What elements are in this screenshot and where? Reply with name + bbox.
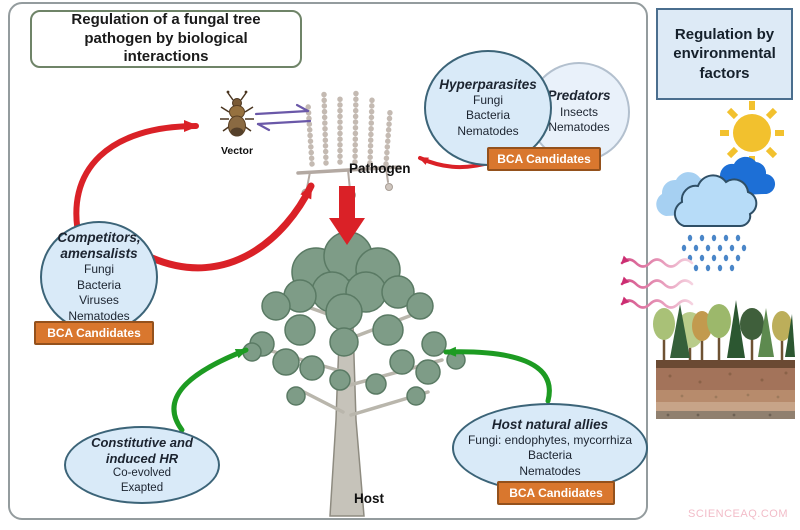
rain-clouds-icon <box>656 156 776 228</box>
predators-title: Predators <box>547 88 611 104</box>
fungal-pathogen-icon <box>296 87 402 200</box>
equilibrium-arrows-icon <box>254 103 312 132</box>
ellipse-item: Fungi <box>472 92 504 107</box>
arrow-competitors-to-vector <box>73 120 199 245</box>
ellipse-item: Viruses <box>79 293 119 308</box>
ellipse-host-defense: Constitutive and induced HR Co-evolved E… <box>64 426 220 504</box>
host-tree-illustration <box>242 231 466 517</box>
ellipse-item: Fungi <box>83 262 115 276</box>
arrow-allies-to-host <box>443 346 552 404</box>
ellipse-item: Fungi: endophytes, mycorrhiza <box>467 432 633 447</box>
ellipse-item: Bacteria <box>465 108 511 123</box>
environmental-factors-box: Regulation by environmental factors <box>656 8 793 100</box>
bca-badge-host-allies: BCA Candidates <box>497 481 615 505</box>
environmental-factors-title: Regulation by environmental factors <box>673 25 776 82</box>
ellipse-host-allies: Host natural allies Fungi: endophytes, m… <box>452 403 648 493</box>
arrow-competitors-to-pathogen <box>148 182 315 272</box>
ellipse-item: Bacteria <box>76 277 122 292</box>
bca-badge-competitors: BCA Candidates <box>34 321 154 345</box>
arrow-hr-to-host <box>171 347 249 433</box>
competitors-title: Competitors, amensalists <box>57 229 141 261</box>
raindrops-icon <box>681 234 747 272</box>
bca-badge-label: BCA Candidates <box>509 486 603 500</box>
hyperparasites-title: Hyperparasites <box>439 76 537 92</box>
vector-label: Vector <box>220 145 254 157</box>
watermark: SCIENCEAQ.COM <box>688 508 789 520</box>
host-allies-title: Host natural allies <box>491 416 609 432</box>
ellipse-item: Nematodes <box>457 123 519 138</box>
ellipse-item: Nematodes <box>548 120 610 135</box>
soil-profile-icon <box>656 360 795 419</box>
ellipse-item: Bacteria <box>527 448 573 463</box>
pathogen-label: Pathogen <box>349 161 411 176</box>
ellipse-item: Nematodes <box>68 308 130 323</box>
host-defense-title: Constitutive and induced HR <box>91 435 193 466</box>
ellipse-hyperparasites: Hyperparasites Fungi Bacteria Nematodes <box>424 50 552 166</box>
main-panel-border <box>8 2 648 520</box>
figure-title-box: Regulation of a fungal tree pathogen by … <box>30 10 302 68</box>
ellipse-competitors: Competitors, amensalists Fungi Bacteria … <box>40 221 158 333</box>
beetle-vector-icon <box>220 90 254 137</box>
figure-title: Regulation of a fungal tree pathogen by … <box>71 10 261 66</box>
sun-icon <box>720 101 784 165</box>
forest-icon <box>653 300 795 360</box>
host-label: Host <box>354 491 384 506</box>
ellipse-item: Nematodes <box>519 463 581 478</box>
ellipse-item: Exapted <box>120 481 164 494</box>
bca-badge-label: BCA Candidates <box>47 326 141 340</box>
ellipse-item: Insects <box>559 104 598 119</box>
bca-badge-label: BCA Candidates <box>497 152 591 166</box>
arrow-pathogen-to-host <box>329 186 365 245</box>
ellipse-item: Co-evolved <box>112 467 172 480</box>
heat-waves-icon <box>620 255 694 309</box>
bca-badge-hyperparasites: BCA Candidates <box>487 147 601 171</box>
